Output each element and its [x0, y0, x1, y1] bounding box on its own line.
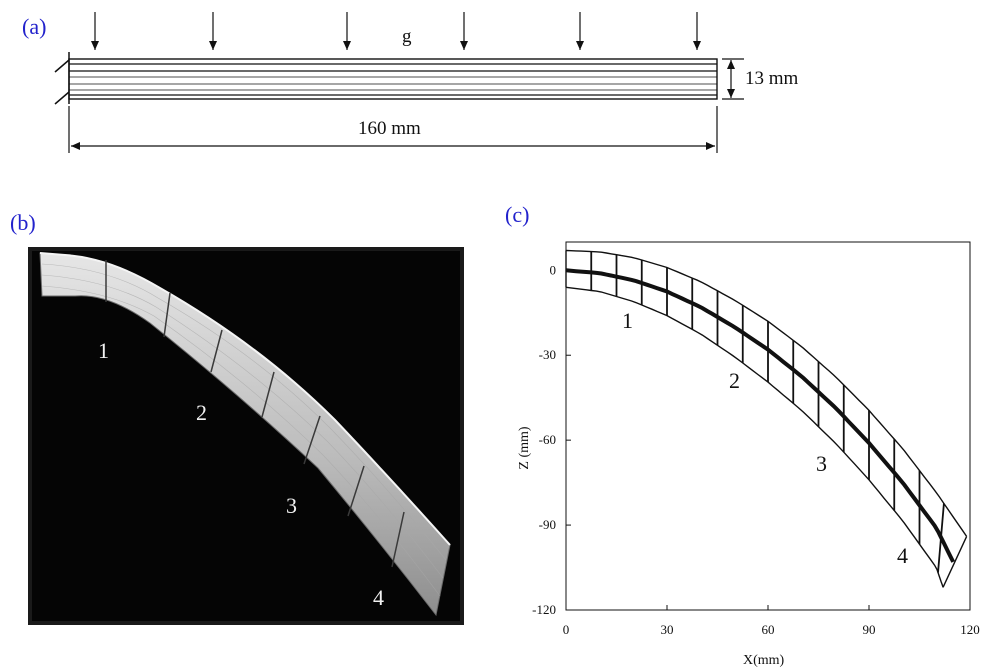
y-tick-label: -120 [532, 602, 556, 617]
panel-a: (a) g [22, 12, 799, 153]
plot-station-3: 3 [816, 451, 827, 476]
plot-frame [565, 241, 971, 611]
length-label: 160 mm [358, 118, 421, 139]
panel-c-label: (c) [505, 202, 529, 227]
panel-b: (b) 1 2 3 4 [10, 210, 464, 625]
thickness-dimension [722, 58, 744, 100]
panel-b-label: (b) [10, 210, 36, 235]
specimen-marker-lines [105, 260, 405, 568]
y-tick-label: -60 [539, 432, 556, 447]
x-tick-label: 30 [661, 622, 674, 637]
y-axis-label: Z (mm) [517, 426, 532, 469]
photo-station-2: 2 [196, 400, 207, 425]
photo-station-3: 3 [286, 493, 297, 518]
gravity-label: g [402, 26, 412, 47]
photo-station-1: 1 [98, 338, 109, 363]
x-tick-label: 0 [563, 622, 570, 637]
length-dimension [68, 106, 718, 153]
x-tick-label: 60 [762, 622, 775, 637]
clamp-support [54, 52, 70, 105]
panel-a-label: (a) [22, 14, 46, 39]
plot-station-2: 2 [729, 368, 740, 393]
y-tick-label: 0 [550, 262, 557, 277]
load-arrows [91, 12, 701, 50]
photo-background [30, 249, 462, 623]
photo-frame [28, 247, 464, 625]
lower-edge-line [565, 286, 944, 588]
photo-station-4: 4 [373, 585, 384, 610]
beam-cross-section [68, 58, 718, 100]
x-axis-label: X(mm) [743, 653, 785, 668]
y-tick-label: -90 [539, 517, 556, 532]
plot-station-1: 1 [622, 308, 633, 333]
upper-edge-line [565, 249, 968, 537]
specimen-top-edge [39, 252, 451, 546]
centerline [565, 268, 955, 563]
y-tick-label: -30 [539, 347, 556, 362]
x-tick-label: 90 [863, 622, 876, 637]
panel-c: (c) 0 30 60 90 120 0 -30 -60 -90 -120 X(mm) Z (mm… [505, 202, 980, 668]
axis-ticks: 0 30 60 90 120 0 -30 -60 -90 -120 [532, 262, 980, 637]
deformed-mesh [565, 249, 968, 588]
fibre-texture [41, 263, 447, 597]
mesh-division-line [942, 536, 968, 588]
x-tick-label: 120 [960, 622, 980, 637]
plot-station-4: 4 [897, 543, 908, 568]
thickness-label: 13 mm [745, 68, 799, 89]
